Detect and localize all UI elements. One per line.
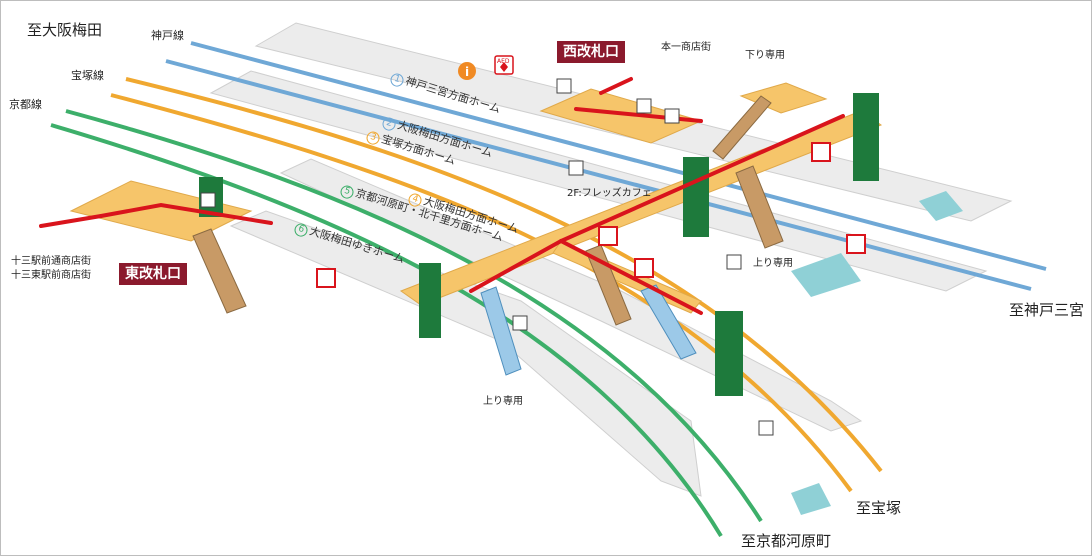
- wheelchair-icon-1: [636, 98, 652, 114]
- platform-slab-6: [229, 210, 702, 497]
- phone-icon-1: [664, 108, 680, 124]
- locker-icon-2: [758, 420, 774, 436]
- coin-locker-icon: [568, 160, 584, 176]
- route-east-gate: [99, 202, 273, 225]
- phone-icon-2: [726, 254, 742, 270]
- track-takarazuka-1: [125, 77, 883, 473]
- svg-text:i: i: [465, 65, 469, 79]
- track-kobe-1: [190, 41, 1047, 271]
- toilet-pad-bottom: [791, 483, 831, 515]
- up-only-label-1: 上り専用: [753, 258, 793, 269]
- elevator-shaft-central: [683, 157, 709, 237]
- honichi-shotengai-label: 本一商店街: [661, 42, 711, 53]
- stair-east: [192, 228, 247, 314]
- info-icon: i: [458, 62, 476, 80]
- route-east-exit: [39, 214, 103, 228]
- up-only-label-2: 上り専用: [483, 396, 523, 407]
- down-only-label: 下り専用: [745, 50, 785, 61]
- elevator-shaft-ne: [853, 93, 879, 181]
- toilet-pad-east: [919, 191, 963, 221]
- aed-icon: [494, 55, 514, 75]
- line-name-kyoto: 京都線: [9, 98, 42, 111]
- track-kobe-2: [165, 59, 1032, 291]
- route-west-gate: [574, 107, 703, 123]
- stair-down: [712, 95, 772, 160]
- facility-icons: [200, 78, 774, 436]
- elevator-sign-icon-1: [200, 192, 216, 208]
- cafe-label: 2F:フレッズカフェ: [567, 188, 652, 199]
- east-gate-label: 東改札口: [119, 263, 187, 285]
- ticket-machine-icon-3: [634, 258, 654, 278]
- ticket-machine-icon-1: [811, 142, 831, 162]
- route-branch: [559, 239, 703, 315]
- platform-slabs: [209, 22, 1013, 497]
- elevator-shaft-sw: [419, 263, 441, 338]
- stair-central: [735, 165, 784, 249]
- shop-icon: [556, 78, 572, 94]
- track-takarazuka-2: [110, 93, 853, 493]
- elevator-shaft-se: [715, 311, 743, 396]
- ticket-machine-icon-2: [598, 226, 618, 246]
- escalator-up-1: [480, 286, 522, 376]
- line-name-takarazuka: 宝塚線: [71, 69, 104, 82]
- routes: [39, 77, 845, 315]
- stair-south: [585, 244, 632, 326]
- direction-umeda: 至大阪梅田: [27, 21, 103, 39]
- toilet-pad-south: [791, 253, 861, 297]
- direction-takarazuka: 至宝塚: [856, 499, 902, 517]
- elevators: [199, 93, 879, 396]
- ticket-machine-icon-4: [846, 234, 866, 254]
- stairs: [192, 95, 784, 326]
- juso-ekimae-label: 十三駅前通商店街: [11, 256, 91, 267]
- ticket-machine-icon-5: [316, 268, 336, 288]
- escalators: [480, 284, 697, 376]
- east-concourse: [69, 180, 253, 242]
- route-north-exit: [599, 77, 633, 95]
- line-name-kobe: 神戸線: [151, 29, 184, 42]
- direction-kawaramachi: 至京都河原町: [741, 532, 832, 550]
- phone-icon-3: [512, 315, 528, 331]
- aed-label: AED: [497, 58, 510, 65]
- juso-higashi-label: 十三東駅前商店街: [11, 270, 91, 281]
- direction-sannomiya: 至神戸三宮: [1009, 301, 1085, 319]
- ticket-machine-icons: [316, 142, 866, 288]
- facility-pads: [791, 191, 963, 515]
- west-gate-label: 西改札口: [557, 41, 625, 63]
